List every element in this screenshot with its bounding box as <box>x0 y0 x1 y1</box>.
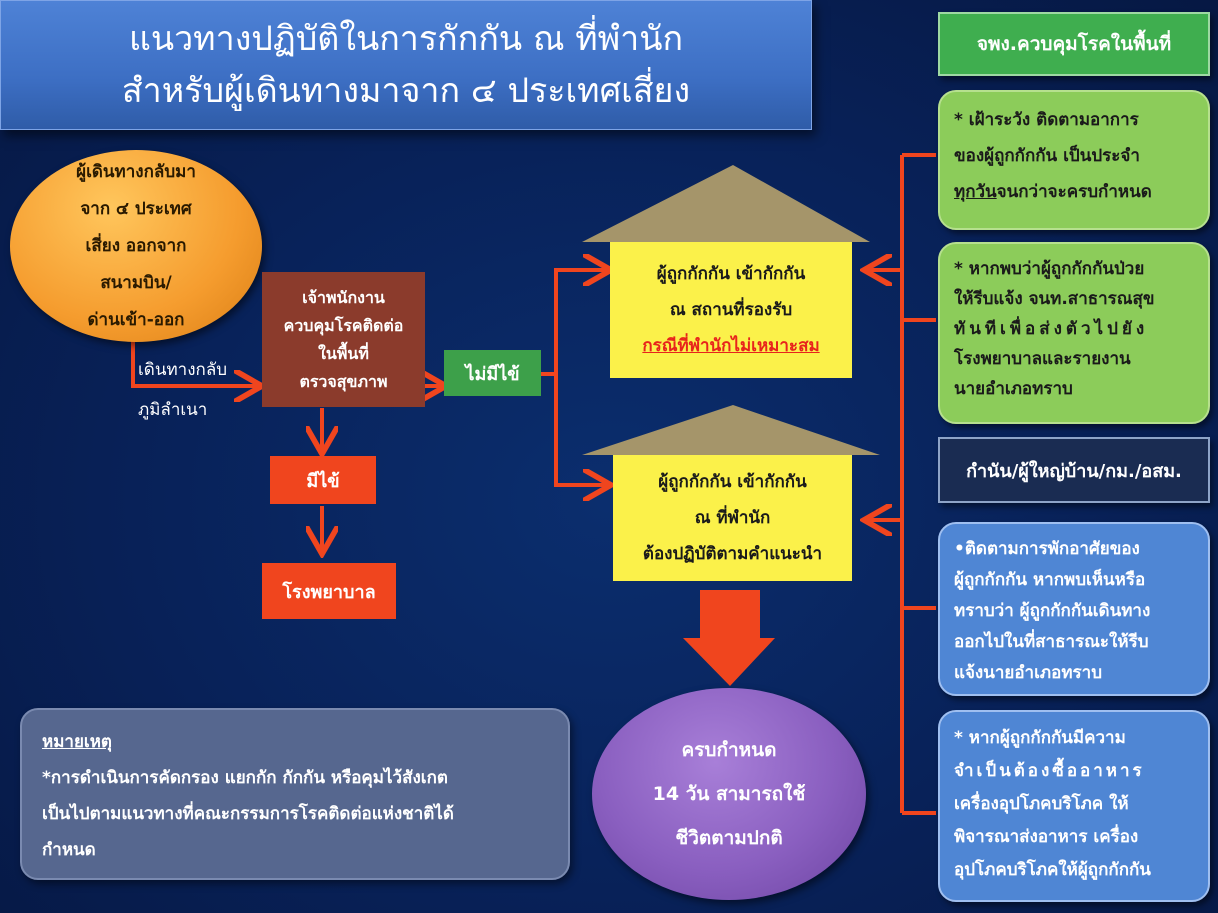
roof-quarantine-site <box>582 165 870 242</box>
note-monitor-line-3: ทุกวันจนกว่าจะครบกำหนด <box>954 174 1194 210</box>
remark-heading: หมายเหตุ <box>42 732 112 752</box>
no-fever-box: ไม่มีไข้ <box>444 350 541 396</box>
quarantine-site-line-3: กรณีที่พำนักไม่เหมาะสม <box>642 336 820 356</box>
note-residence-line-1: •ติดตามการพักอาศัยของ <box>954 539 1140 559</box>
arrow-nofever-branch-lower <box>554 374 607 485</box>
note-supplies: * หากผู้ถูกกักกันมีความ จำเป็นต้องซื้ออา… <box>938 710 1210 902</box>
note-monitor-line-3-rest: จนกว่าจะครบกำหนด <box>996 182 1152 202</box>
completion-line-2: 14 วัน สามารถใช้ <box>652 783 806 805</box>
officer-line-3: ในพื้นที่ <box>318 343 369 363</box>
quarantine-home-line-3: ต้องปฏิบัติตามคำแนะนำ <box>642 544 823 564</box>
traveler-line-1: ผู้เดินทางกลับมา <box>76 161 196 182</box>
note-supplies-line-3: เครื่องอุปโภคบริโภค ให้ <box>954 794 1129 814</box>
completion-oval: ครบกำหนด 14 วัน สามารถใช้ ชีวิตตามปกติ <box>592 688 866 900</box>
completion-line-1: ครบกำหนด <box>681 739 777 761</box>
remark-line-1: *การดำเนินการคัดกรอง แยกกัก กักกัน หรือค… <box>42 768 448 788</box>
note-monitor: * เฝ้าระวัง ติดตามอาการ ของผู้ถูกกักกัน … <box>938 90 1210 230</box>
note-supplies-line-2: จำเป็นต้องซื้ออาหาร <box>954 761 1145 781</box>
title-line-2: สำหรับผู้เดินทางมาจาก ๔ ประเทศเสี่ยง <box>121 71 691 111</box>
note-residence-line-4: ออกไปในที่สาธารณะให้รีบ <box>954 632 1149 652</box>
traveler-oval: ผู้เดินทางกลับมา จาก ๔ ประเทศ เสี่ยง ออก… <box>10 150 262 342</box>
quarantine-site-box: ผู้ถูกกักกัน เข้ากักกัน ณ สถานที่รองรับ … <box>610 242 852 378</box>
quarantine-site-line-2: ณ สถานที่รองรับ <box>669 300 793 320</box>
quarantine-home-box: ผู้ถูกกักกัน เข้ากักกัน ณ ที่พำนัก ต้องป… <box>613 455 852 581</box>
note-illness-line-3: ทันทีเพื่อส่งตัวไปยัง <box>954 319 1149 339</box>
fever-box: มีไข้ <box>270 456 376 504</box>
traveler-line-4: สนามบิน/ <box>100 272 172 293</box>
official-header: จพง.ควบคุมโรคในพื้นที่ <box>938 12 1210 76</box>
arrow-traveler-to-officer <box>131 340 258 386</box>
travel-home-line-1: เดินทางกลับ <box>138 360 228 380</box>
remark-line-3: กำหนด <box>42 840 96 860</box>
note-monitor-line-2: ของผู้ถูกกักกัน เป็นประจำ <box>954 146 1140 166</box>
note-supplies-line-4: พิจารณาส่งอาหาร เครื่อง <box>954 827 1139 847</box>
note-residence-line-3: ทราบว่า ผู้ถูกกักกันเดินทาง <box>954 601 1151 621</box>
note-residence-line-2: ผู้ถูกกักกัน หากพบเห็นหรือ <box>954 570 1146 590</box>
traveler-line-2: จาก ๔ ประเทศ <box>80 198 192 219</box>
village-header: กำนัน/ผู้ใหญ่บ้าน/กม./อสม. <box>938 437 1210 503</box>
note-illness-line-5: นายอำเภอทราบ <box>954 379 1073 399</box>
arrow-nofever-branch <box>541 270 607 376</box>
note-monitor-daily: ทุกวัน <box>954 182 997 202</box>
big-down-arrow <box>683 590 775 686</box>
officer-box: เจ้าพนักงาน ควบคุมโรคติดต่อ ในพื้นที่ ตร… <box>262 272 425 407</box>
note-residence: •ติดตามการพักอาศัยของ ผู้ถูกกักกัน หากพบ… <box>938 522 1210 696</box>
quarantine-site-line-1: ผู้ถูกกักกัน เข้ากักกัน <box>656 264 806 284</box>
note-illness-line-2: ให้รีบแจ้ง จนท.สาธารณสุข <box>954 289 1155 309</box>
note-monitor-line-1: * เฝ้าระวัง ติดตามอาการ <box>954 110 1139 130</box>
note-illness: * หากพบว่าผู้ถูกกักกันป่วย ให้รีบแจ้ง จน… <box>938 242 1210 424</box>
remark-box: หมายเหตุ *การดำเนินการคัดกรอง แยกกัก กัก… <box>20 708 570 880</box>
quarantine-home-line-1: ผู้ถูกกักกัน เข้ากักกัน <box>658 472 807 492</box>
note-supplies-line-5: อุปโภคบริโภคให้ผู้ถูกกักกัน <box>954 860 1151 880</box>
travel-home-line-2: ภูมิลำเนา <box>138 400 208 420</box>
note-residence-line-5: แจ้งนายอำเภอทราบ <box>954 663 1103 683</box>
roof-quarantine-home <box>582 405 880 455</box>
completion-line-3: ชีวิตตามปกติ <box>675 827 783 849</box>
page-title: แนวทางปฏิบัติในการกักกัน ณ ที่พำนัก สำหร… <box>0 0 812 130</box>
note-illness-line-1: * หากพบว่าผู้ถูกกักกันป่วย <box>954 259 1145 279</box>
officer-line-2: ควบคุมโรคติดต่อ <box>283 315 404 335</box>
quarantine-home-line-2: ณ ที่พำนัก <box>694 508 771 528</box>
note-illness-line-4: โรงพยาบาลและรายงาน <box>954 349 1131 369</box>
title-line-1: แนวทางปฏิบัติในการกักกัน ณ ที่พำนัก <box>128 19 684 59</box>
officer-line-4: ตรวจสุขภาพ <box>299 371 388 391</box>
remark-line-2: เป็นไปตามแนวทางที่คณะกรรมการโรคติดต่อแห่… <box>42 804 454 824</box>
note-supplies-line-1: * หากผู้ถูกกักกันมีความ <box>954 728 1126 748</box>
traveler-line-5: ด่านเข้า-ออก <box>87 309 185 330</box>
hospital-box: โรงพยาบาล <box>262 563 396 619</box>
officer-line-1: เจ้าพนักงาน <box>302 287 385 307</box>
traveler-line-3: เสี่ยง ออกจาก <box>85 235 187 256</box>
